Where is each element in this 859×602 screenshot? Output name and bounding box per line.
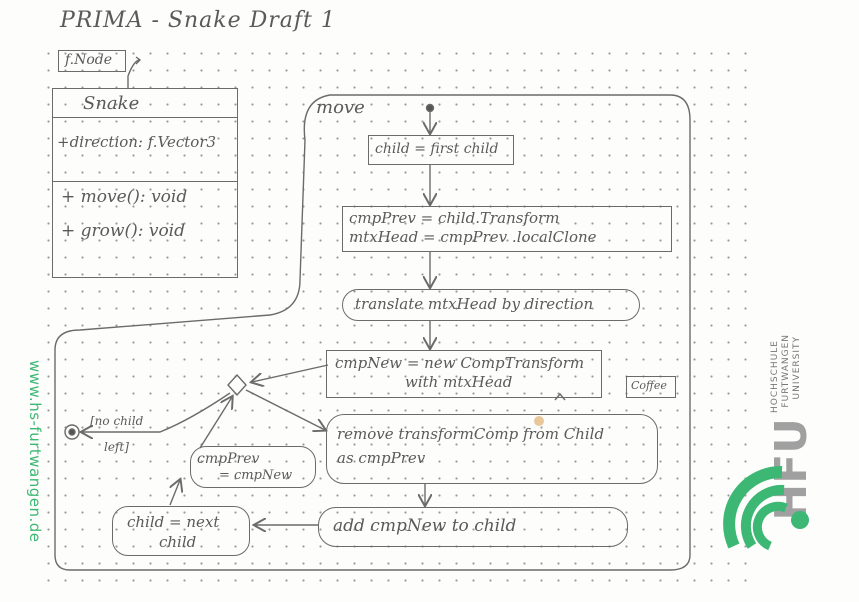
parent-class-label: f.Node [65,52,113,68]
action-remove: remove transformComp from Child as cmpPr… [326,414,658,484]
page-title: PRIMA - Snake Draft 1 [60,8,336,33]
action-cmp-prev-assign-line2: = cmpNew [219,468,293,483]
activity-frame-label: move [316,97,365,118]
stain-dot [534,416,544,426]
guard-label-line2: left] [104,440,129,454]
action-add: add cmpNew to child [318,507,628,547]
action-remove-line2: as cmpPrev [337,449,426,467]
action-translate: translate mtxHead by direction [342,289,640,321]
university-line2: FURTWANGEN [781,334,791,408]
action-cmp-prev: cmpPrev = child.Transform mtxHead = cmpP… [342,206,672,252]
action-remove-line1: remove transformComp from Child [337,425,605,443]
university-line3: UNIVERSITY [792,336,802,400]
guard-label-line1: [no child [90,414,144,428]
action-cmp-new-line1: cmpNew = new CompTransform [335,354,585,372]
action-cmp-prev-line1: cmpPrev = child.Transform [349,209,560,227]
coffee-note: Coffee [626,376,676,398]
coffee-note-text: Coffee [631,379,667,392]
class-divider-1 [53,117,237,118]
parent-class-box: f.Node [58,50,126,72]
action-next-child-line1: child = next [127,513,220,531]
action-next-child-line2: child [159,533,197,551]
class-divider-2 [53,181,237,182]
hfu-logo-arcs [723,465,809,551]
action-cmp-new: cmpNew = new CompTransform with mtxHead [326,350,602,398]
action-cmp-prev-line2: mtxHead = cmpPrev .localClone [349,228,597,246]
university-line1: HOCHSCHULE [770,340,780,413]
class-name: Snake [83,93,140,114]
class-attribute: +direction: f.Vector3 [57,133,217,151]
class-method-grow: + grow(): void [61,221,185,241]
action-add-text: add cmpNew to child [333,516,517,536]
action-child-first-text: child = first child [375,141,499,157]
class-method-move: + move(): void [61,187,188,207]
action-cmp-new-line2: with mtxHead [405,373,513,391]
action-cmp-prev-assign-line1: cmpPrev [197,451,260,467]
action-child-first: child = first child [368,135,514,165]
action-next-child: child = next child [112,506,250,556]
action-cmp-prev-assign: cmpPrev = cmpNew [190,446,316,488]
side-url: www.hs-furtwangen.de [26,360,44,543]
snake-class-box: Snake +direction: f.Vector3 + move(): vo… [52,88,238,278]
action-translate-text: translate mtxHead by direction [355,295,594,313]
